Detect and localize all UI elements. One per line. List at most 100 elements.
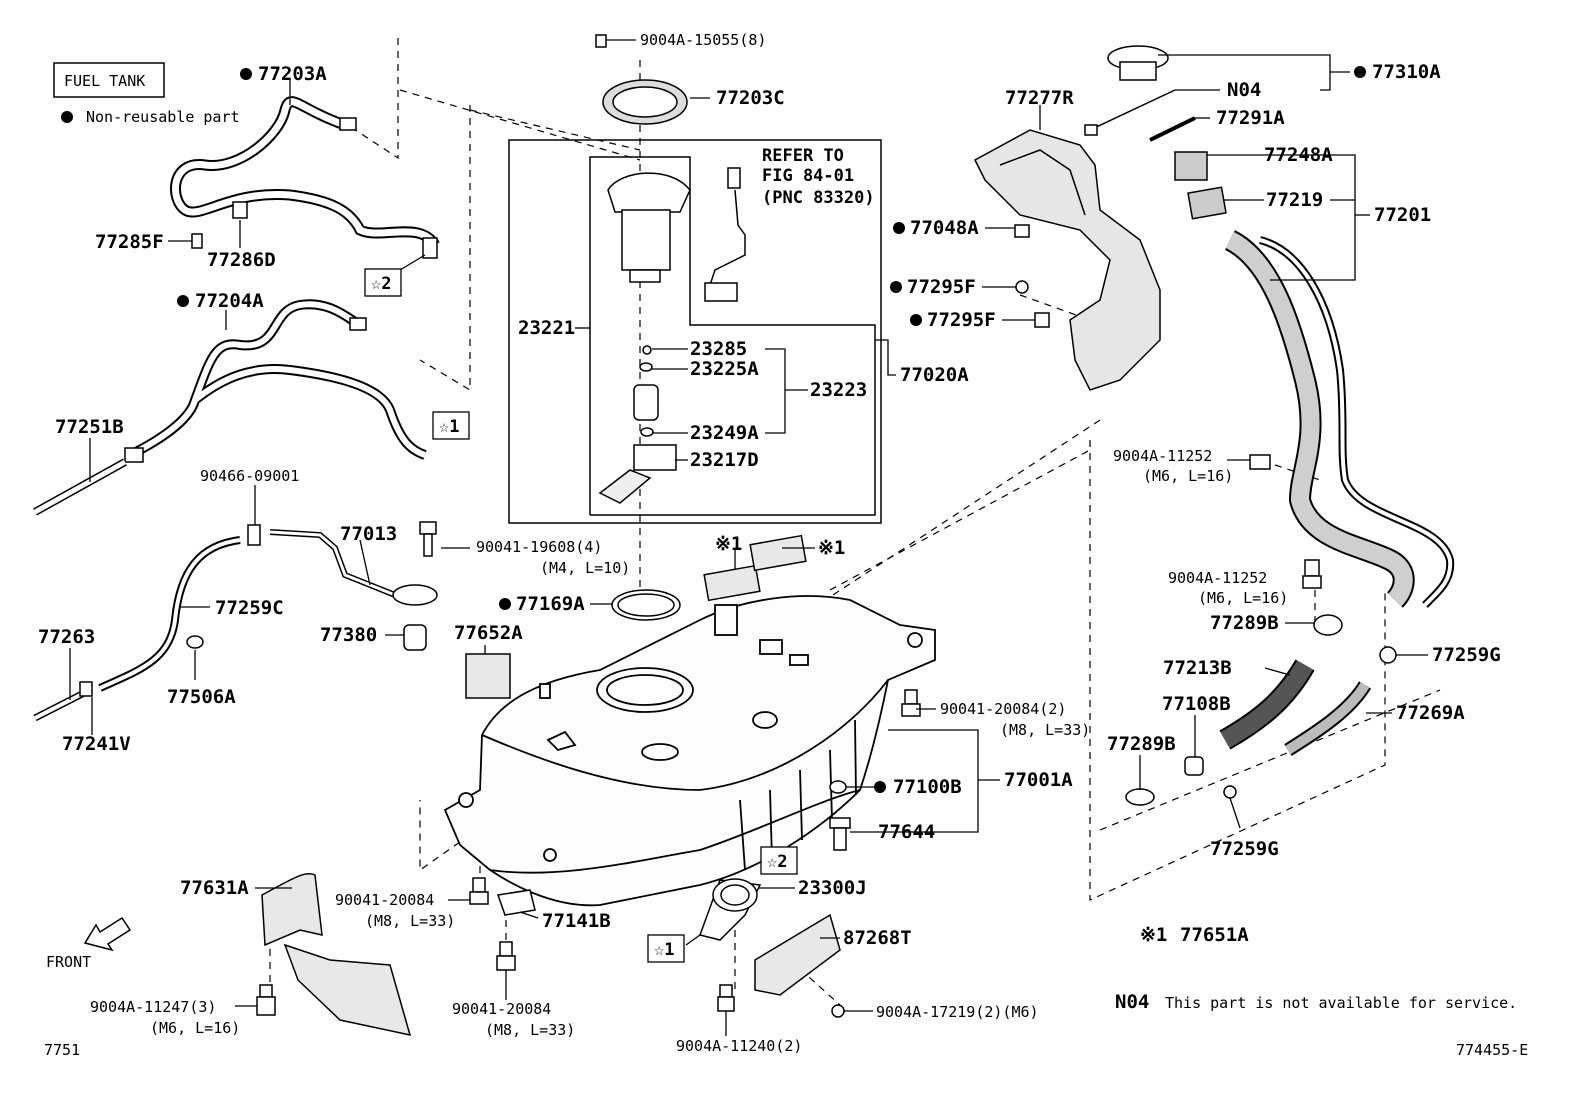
label-77652A: 77652A [454,622,523,644]
dot-icon [874,781,886,793]
pump-assembly-box [508,139,882,524]
dot-icon [890,281,902,293]
label-77263: 77263 [38,626,95,648]
legend-text: Non-reusable part [86,108,240,126]
label-77169A: 77169A [516,593,585,615]
label-9004A-15055: 9004A-15055(8) [640,31,766,49]
filler-neck-77201 [1224,230,1455,608]
tube-77263 [33,681,93,722]
label-77219: 77219 [1266,189,1323,211]
label-90041-20084-2-spec: (M8, L=33) [1000,721,1090,739]
refer-line3: (PNC 83320) [762,188,875,208]
label-kome1-b: ※1 [818,537,845,559]
star1-box-a [432,411,470,440]
label-90041-20084-a: 90041-20084 [335,891,434,909]
protector-77277R [974,129,1161,391]
label-90041-20084-2: 90041-20084(2) [940,700,1066,718]
label-23223: 23223 [810,379,867,401]
label-90041-20084-a-spec: (M8, L=33) [365,912,455,930]
kome-footnote-mark: ※1 [1140,924,1167,946]
label-90466-09001: 90466-09001 [200,467,299,485]
star1-label-b: ☆1 [654,940,674,960]
hose-77203A [170,96,440,259]
star1-box-b [647,934,685,963]
label-77201: 77201 [1374,204,1431,226]
label-23285: 23285 [690,338,747,360]
label-77506A: 77506A [167,686,236,708]
label-77380: 77380 [320,624,377,646]
label-77289B-b: 77289B [1107,733,1176,755]
label-77141B: 77141B [542,910,611,932]
label-77291A: 77291A [1216,107,1285,129]
figure-number-left: 7751 [44,1041,80,1059]
fuel-tank-title: FUEL TANK [64,72,145,90]
label-77259G-a: 77259G [1432,644,1501,666]
label-23249A: 23249A [690,422,759,444]
label-77259C: 77259C [215,597,284,619]
label-77295F-b: 77295F [927,309,996,331]
fuel-tank-title-box [53,62,165,98]
label-90041-20084-b-spec: (M8, L=33) [485,1021,575,1039]
label-90041-19608: 90041-19608(4) [476,538,602,556]
star1-label-a: ☆1 [439,417,459,437]
label-9004A-11247-spec: (M6, L=16) [150,1019,240,1037]
protector-77631A [261,873,412,1036]
label-77259G-b: 77259G [1210,838,1279,860]
label-N04: N04 [1227,79,1261,101]
leader-lines [69,39,1428,1036]
label-23300J: 23300J [798,877,867,899]
label-9004A-17219: 9004A-17219(2)(M6) [876,1003,1039,1021]
legend-dot-icon [61,111,73,123]
label-77631A: 77631A [180,877,249,899]
star2-box-b [760,846,798,875]
refer-line1: REFER TO [762,146,844,166]
label-77285F: 77285F [95,231,164,253]
label-77020A: 77020A [900,364,969,386]
label-77203A: 77203A [258,63,327,85]
label-77001A: 77001A [1004,769,1073,791]
pump-subassembly-box [589,156,876,516]
label-23217D: 23217D [690,449,759,471]
star2-label-b: ☆2 [767,852,787,872]
label-77644: 77644 [878,821,935,843]
fuel-tank-body [443,595,936,907]
hose-77269A [1284,681,1372,756]
pump-parts [465,34,807,699]
label-9004A-11240: 9004A-11240(2) [676,1037,802,1055]
label-77286D: 77286D [207,249,276,271]
star2-box-a [364,268,402,297]
label-9004A-11252-b-spec: (M6, L=16) [1198,589,1288,607]
label-90041-19608-spec: (M4, L=10) [540,559,630,577]
label-77100B: 77100B [893,776,962,798]
dot-icon [1354,66,1366,78]
label-77277R: 77277R [1005,87,1074,109]
label-77310A: 77310A [1372,61,1441,83]
dot-icon [910,314,922,326]
n04-footnote-mark: N04 [1115,991,1149,1013]
label-77251B: 77251B [55,416,124,438]
label-87268T: 87268T [843,927,912,949]
label-77013: 77013 [340,523,397,545]
hose-77259C [98,529,397,692]
label-77248A: 77248A [1264,144,1333,166]
label-77241V: 77241V [62,733,131,755]
label-9004A-11252-a: 9004A-11252 [1113,447,1212,465]
hose-77204A [124,299,427,463]
label-77108B: 77108B [1162,693,1231,715]
star2-label-a: ☆2 [371,274,391,294]
label-77295F-a: 77295F [907,276,976,298]
label-9004A-11252-a-spec: (M6, L=16) [1143,467,1233,485]
label-23221: 23221 [518,317,575,339]
dot-icon [240,68,252,80]
kome-footnote-part: 77651A [1180,924,1249,946]
label-9004A-11252-b: 9004A-11252 [1168,569,1267,587]
dot-icon [499,598,511,610]
label-9004A-11247: 9004A-11247(3) [90,998,216,1016]
filler-parts [1084,45,1397,806]
hose-77213B [1219,659,1315,750]
label-23225A: 23225A [690,358,759,380]
label-77203C: 77203C [716,87,785,109]
callout-labels: 77203A 77285F 77286D 77204A 77251B 90466… [38,31,1501,1055]
n04-footnote-text: This part is not available for service. [1165,994,1517,1012]
